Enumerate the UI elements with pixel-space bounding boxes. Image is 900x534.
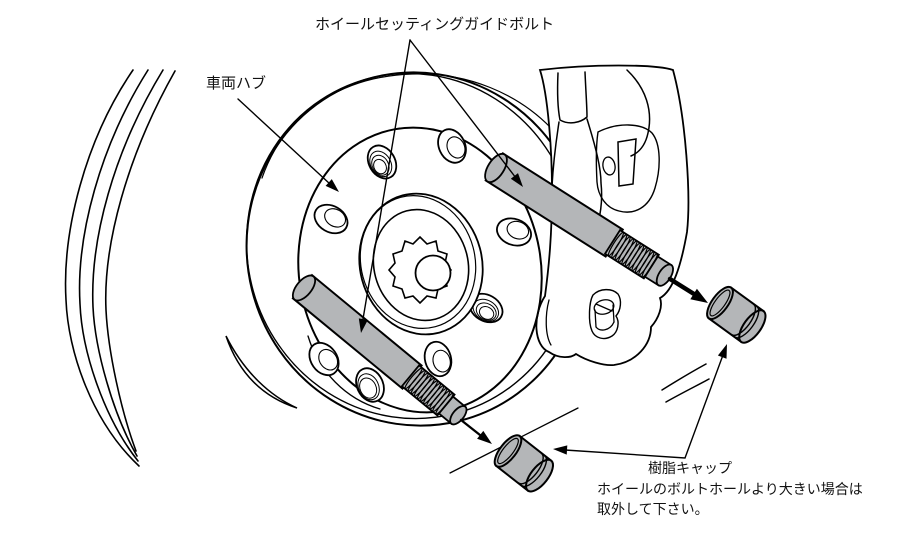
resin-cap-note-line1: ホイールのボルトホールより大きい場合は — [597, 481, 863, 497]
leader-guide-bolt-lower — [361, 39, 411, 326]
vehicle-hub-label: 車両ハブ — [206, 75, 267, 92]
leader-lines — [237, 39, 727, 459]
bolt-threads — [404, 367, 454, 415]
insertion-arrow-upper — [667, 276, 708, 303]
guide-bolt-label: ホイールセッティングガイドボルト — [315, 16, 555, 33]
insertion-arrow-lower — [459, 418, 492, 444]
hub-bolt-holes — [308, 128, 532, 403]
resin-cap-note-line2: 取外して下さい。 — [597, 501, 709, 517]
resin-cap-lower — [493, 434, 554, 493]
resin-cap-upper — [706, 285, 767, 344]
leader-resin-cap — [564, 354, 724, 459]
leader-vehicle-hub — [237, 98, 331, 185]
threaded-hole — [355, 367, 385, 403]
disc-hat-edge — [225, 335, 298, 409]
knuckle-screw — [593, 299, 615, 331]
leader-guide-bolt-upper — [409, 39, 517, 179]
hub-center-spline — [358, 192, 484, 336]
caliper-window — [617, 138, 637, 187]
threaded-hole — [366, 144, 398, 180]
tire-sidewall-arcs — [64, 69, 176, 467]
guide-bolt-lower — [291, 273, 468, 426]
resin-cap-label: 樹脂キャップ — [648, 460, 732, 476]
